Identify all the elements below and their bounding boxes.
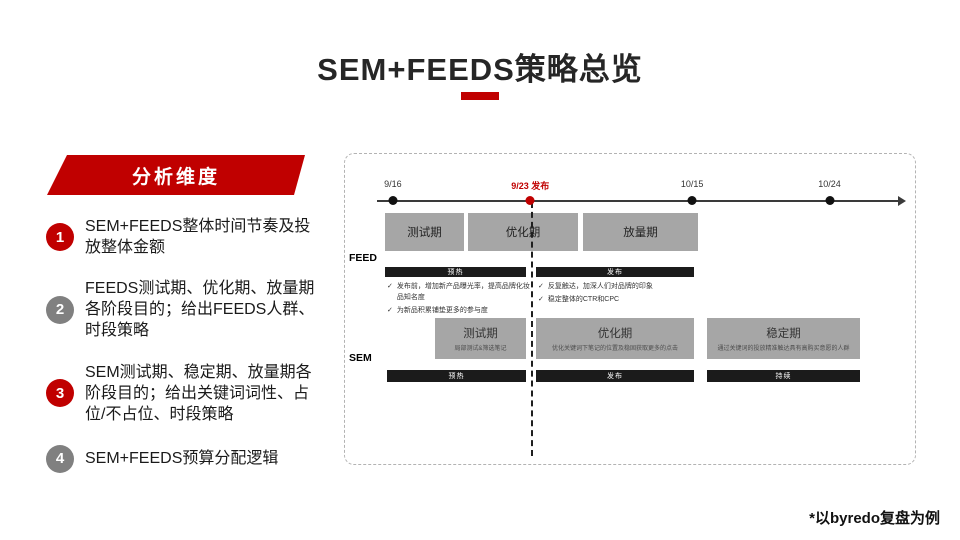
item-number-badge: 3 xyxy=(46,379,74,408)
timeline-arrow-icon xyxy=(898,196,906,206)
sem-phase-subtitle: 通过关键词的投放精准触达具有高购买意愿的人群 xyxy=(717,346,850,352)
item-number-badge: 4 xyxy=(46,444,74,473)
milestone-label: 10/24 xyxy=(818,179,841,189)
sem-phase-box: 稳定期 通过关键词的投放精准触达具有高购买意愿的人群 xyxy=(707,318,860,359)
check-icon: ✓ xyxy=(387,306,393,314)
bullet-item: ✓ 为新品积累铺垫更多的参与度 xyxy=(387,306,533,317)
milestone-dot-launch-icon xyxy=(525,196,535,205)
bullet-item: ✓ 稳定整体的CTR和CPC xyxy=(538,295,698,306)
feed-bullet-list: ✓ 发布前，增加新产品曝光率，提高品牌化妆品知名度 ✓ 为新品积累铺垫更多的参与… xyxy=(387,282,533,319)
item-text: FEEDS测试期、优化期、放量期各阶段目的；给出FEEDS人群、时段策略 xyxy=(85,280,315,340)
check-icon: ✓ xyxy=(538,295,544,303)
sem-phase-box: 优化期 优化关键词下笔记的位置及稳固获取更多的点击 xyxy=(536,318,694,359)
analysis-dimensions-ribbon: 分析维度 xyxy=(47,155,305,195)
feed-row-label: FEED xyxy=(349,252,378,264)
item-number-badge: 1 xyxy=(46,223,74,252)
sem-phase-title: 测试期 xyxy=(463,328,498,340)
launch-divider-line xyxy=(531,202,533,456)
dimension-list: 1 SEM+FEEDS整体时间节奏及投放整体金额 2 FEEDS测试期、优化期、… xyxy=(46,216,316,473)
milestone-dot-icon xyxy=(687,196,697,205)
item-number-badge: 2 xyxy=(46,295,74,324)
milestone-dot-icon xyxy=(388,196,398,205)
feed-phase-box: 放量期 xyxy=(583,213,698,251)
milestone-label: 10/15 xyxy=(680,179,704,189)
bullet-text: 为新品积累铺垫更多的参与度 xyxy=(396,306,488,314)
sem-phase-box: 测试期 局部测试&筛选笔记 xyxy=(435,318,526,359)
list-item: 1 SEM+FEEDS整体时间节奏及投放整体金额 xyxy=(46,216,316,258)
list-item: 4 SEM+FEEDS预算分配逻辑 xyxy=(46,444,316,473)
milestone-label-launch: 9/23 发布 xyxy=(511,181,550,191)
list-item: 2 FEEDS测试期、优化期、放量期各阶段目的；给出FEEDS人群、时段策略 xyxy=(46,278,316,341)
item-text: SEM+FEEDS预算分配逻辑 xyxy=(85,450,279,468)
bullet-text: 反复触达，加深人们对品牌的印象 xyxy=(547,283,653,290)
page-title: SEM+FEEDS策略总览 xyxy=(317,52,643,87)
sem-phase-subtitle: 局部测试&筛选笔记 xyxy=(454,346,507,352)
bullet-item: ✓ 反复触达，加深人们对品牌的印象 xyxy=(538,282,698,293)
feed-stage-bar: 发布 xyxy=(536,267,694,277)
bullet-text: 稳定整体的CTR和CPC xyxy=(547,295,620,303)
feed-phase-box: 测试期 xyxy=(385,213,464,251)
sem-phase-subtitle: 优化关键词下笔记的位置及稳固获取更多的点击 xyxy=(551,346,678,352)
check-icon: ✓ xyxy=(538,283,544,290)
timeline-axis xyxy=(377,200,899,202)
item-text: SEM+FEEDS整体时间节奏及投放整体金额 xyxy=(85,218,311,257)
sem-stage-bar: 预热 xyxy=(387,370,526,382)
bullet-text: 发布前，增加新产品曝光率，提高品牌化妆品知名度 xyxy=(396,283,530,301)
footnote: *以byredo复盘为例 xyxy=(809,510,940,527)
feed-stage-bar: 预热 xyxy=(385,267,526,277)
sem-phase-title: 优化期 xyxy=(597,328,633,340)
check-icon: ✓ xyxy=(387,283,393,290)
title-underline xyxy=(461,92,499,100)
list-item: 3 SEM测试期、稳定期、放量期各阶段目的；给出关键词词性、占位/不占位、时段策… xyxy=(46,362,316,425)
ribbon-label: 分析维度 xyxy=(131,166,220,188)
sem-stage-bar: 持续 xyxy=(707,370,860,382)
milestone-dot-icon xyxy=(825,196,834,205)
milestone-label: 9/16 xyxy=(384,179,402,189)
sem-phase-title: 稳定期 xyxy=(766,328,801,340)
timeline-diagram: 9/16 9/23 发布 10/15 10/24 测试期 优化期 放量期 FEE… xyxy=(344,153,916,465)
item-text: SEM测试期、稳定期、放量期各阶段目的；给出关键词词性、占位/不占位、时段策略 xyxy=(85,363,312,423)
sem-stage-bar: 发布 xyxy=(536,370,694,382)
sem-row-label: SEM xyxy=(349,352,372,364)
bullet-item: ✓ 发布前，增加新产品曝光率，提高品牌化妆品知名度 xyxy=(387,282,533,304)
feed-phase-box: 优化期 xyxy=(468,213,578,251)
feed-bullet-list: ✓ 反复触达，加深人们对品牌的印象 ✓ 稳定整体的CTR和CPC xyxy=(538,282,698,308)
